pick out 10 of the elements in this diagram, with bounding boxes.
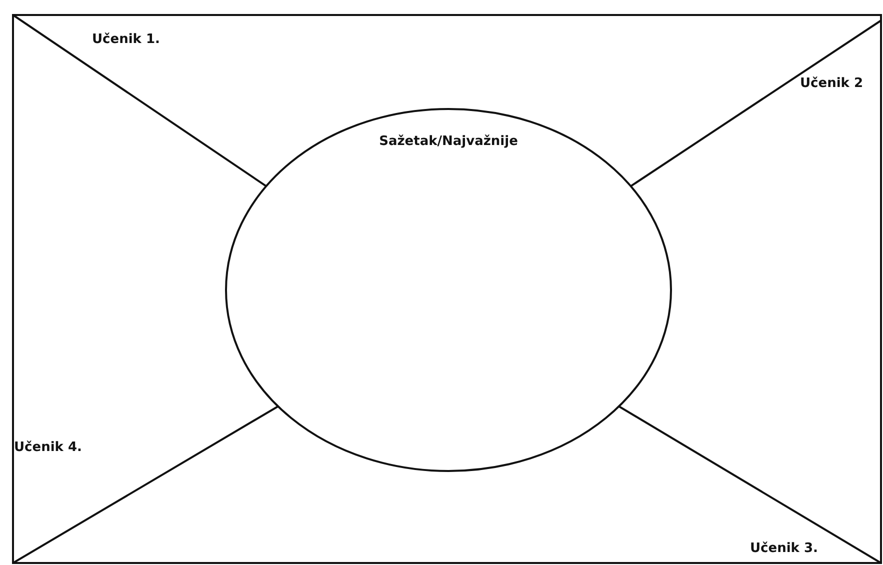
divider-line (618, 405, 882, 564)
divider-line (12, 405, 279, 564)
ellipse-heading: Sažetak/Najvažnije (378, 134, 519, 149)
placemat-frame (12, 14, 882, 564)
student-label: Učenik 4. (14, 440, 82, 455)
divider-line (12, 14, 267, 188)
divider-line (630, 20, 882, 188)
student-label: Učenik 1. (92, 32, 160, 47)
student-label: Učenik 3. (750, 541, 818, 556)
student-label: Učenik 2 (800, 76, 864, 91)
